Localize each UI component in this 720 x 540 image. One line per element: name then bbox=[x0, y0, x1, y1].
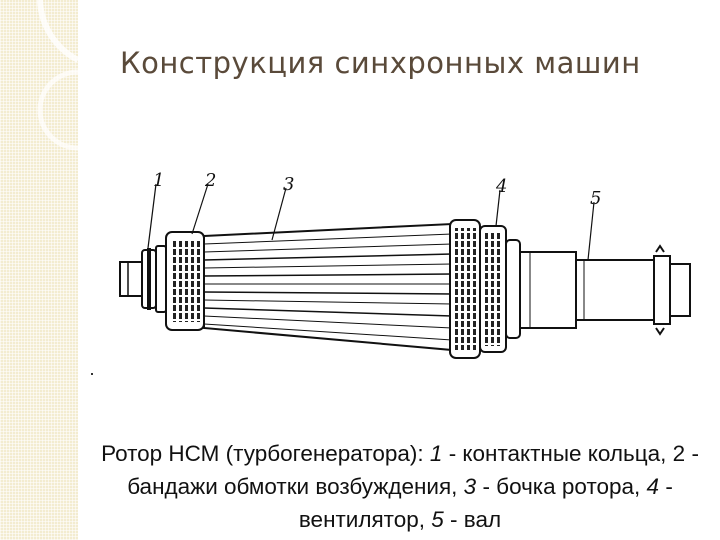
retaining-ring-left bbox=[165, 231, 205, 331]
callout-2: 2 bbox=[205, 170, 217, 191]
stray-dot bbox=[91, 373, 93, 375]
callout-1: 1 bbox=[153, 170, 165, 191]
caption-text-5: - вал bbox=[443, 507, 502, 532]
callout-5: 5 bbox=[590, 188, 602, 209]
caption-num-2: 2 bbox=[672, 441, 686, 466]
caption-prefix: Ротор НСМ (турбогенератора): bbox=[101, 441, 430, 466]
caption-num-1: 1 bbox=[429, 441, 443, 466]
shaft-left bbox=[119, 261, 143, 297]
shaft-right bbox=[519, 244, 691, 336]
caption-text-1: - контактные кольца, bbox=[442, 441, 673, 466]
slide-title: Конструкция синхронных машин bbox=[120, 46, 641, 80]
caption-num-5: 5 bbox=[431, 507, 444, 532]
decorative-side-band bbox=[0, 0, 78, 540]
callout-4: 4 bbox=[496, 176, 508, 197]
caption-num-3: 3 bbox=[463, 474, 477, 499]
caption-text-2: - бандажи обмотки возбуждения, bbox=[127, 441, 699, 499]
rotor-barrel bbox=[203, 222, 453, 352]
decorative-arcs bbox=[37, 0, 78, 151]
caption-text-4: - вентилятор, bbox=[298, 474, 673, 532]
slip-rings bbox=[141, 245, 167, 313]
retaining-ring-right bbox=[449, 219, 481, 359]
fan bbox=[479, 225, 521, 353]
figure-caption: Ротор НСМ (турбогенератора): 1 - контакт… bbox=[90, 437, 710, 536]
leader-lines bbox=[147, 183, 595, 261]
caption-text-3: - бочка ротора, bbox=[476, 474, 647, 499]
callout-3: 3 bbox=[283, 174, 295, 195]
caption-num-4: 4 bbox=[646, 474, 660, 499]
turbogenerator-rotor-drawing bbox=[119, 183, 691, 359]
